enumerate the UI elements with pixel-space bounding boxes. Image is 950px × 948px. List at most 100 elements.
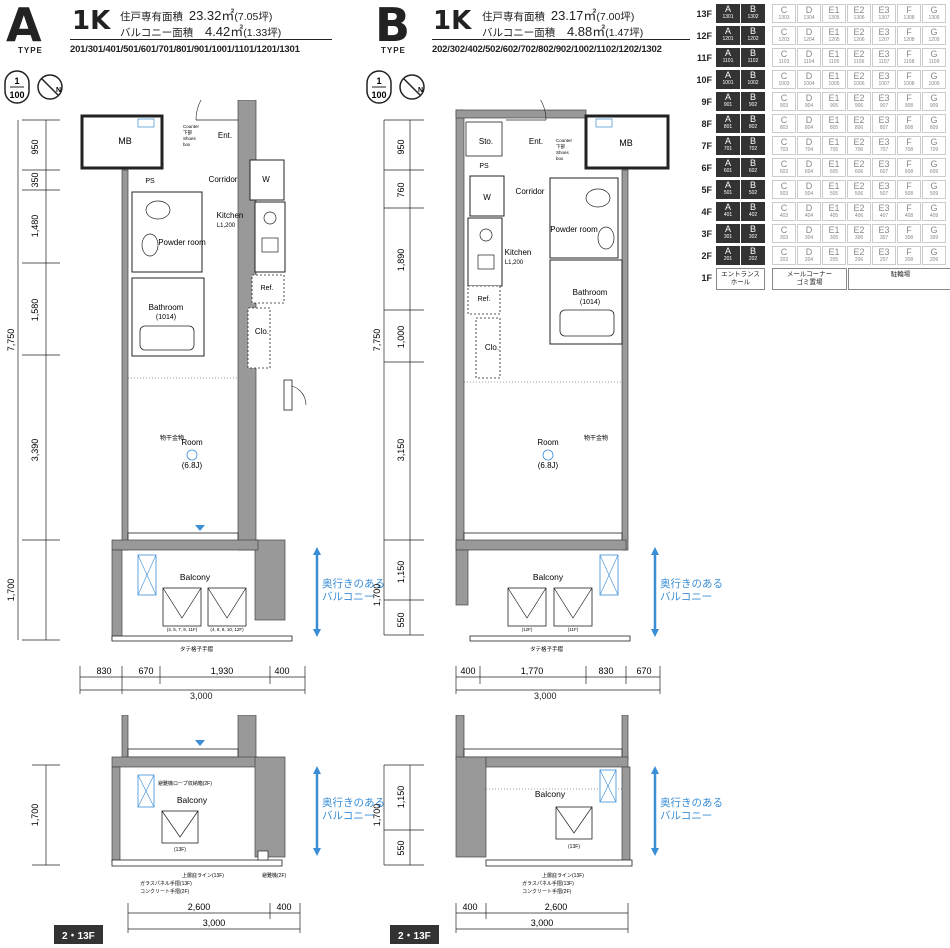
label-concrete: コンクリート手摺(2F) <box>140 888 190 895</box>
unit-type: E2 <box>853 115 865 125</box>
label-corridor-b: Corridor <box>516 187 545 196</box>
unit-type: E3 <box>878 203 890 213</box>
unit-number: 1103 <box>778 59 790 65</box>
unit-type: E1 <box>828 49 840 59</box>
unit-type: B <box>749 114 756 124</box>
unit-type: C <box>780 225 788 235</box>
label-glass-b: ガラスパネル手摺(13F) <box>522 880 574 887</box>
type-b-layout: 1K <box>433 6 472 36</box>
unit-number: 1105 <box>828 59 840 65</box>
type-a-area-tsubo: (7.05坪) <box>234 11 273 23</box>
unit-number: 1005 <box>828 81 840 87</box>
floor-label: 4F <box>701 207 712 217</box>
unit-number: 608 <box>904 169 914 175</box>
unit-type: G <box>930 247 938 257</box>
floor-label: 5F <box>701 185 712 195</box>
unit-type: D <box>805 159 813 169</box>
unit-number: 408 <box>904 213 914 219</box>
unit-number: 1007 <box>878 81 890 87</box>
unit-number: 1107 <box>878 59 890 65</box>
type-b-depth-text: 奥行きのあるバルコニー <box>660 578 723 603</box>
unit-type: B <box>749 202 756 212</box>
label-ent: Ent. <box>218 131 232 140</box>
svg-text:下部: 下部 <box>183 129 192 136</box>
type-a-area-value: 23.32㎡ <box>188 8 235 23</box>
label-room: Room <box>181 438 203 447</box>
type-b-detail-plan: 1,150 550 1,700 Balcony (13F) 上層庇ライン(13F… <box>372 715 633 933</box>
unit-type: E1 <box>828 225 840 235</box>
unit-number: 401 <box>723 212 733 218</box>
unit-type: D <box>805 5 813 15</box>
label-bathroom-size-b: (1014) <box>580 299 600 306</box>
dim-h-830-b: 830 <box>598 666 613 676</box>
unit-type: A <box>724 70 731 80</box>
unit-type: F <box>906 5 912 15</box>
type-b-rooms: 202/302/402/502/602/702/802/902/1002/110… <box>432 44 662 55</box>
unit-number: 204 <box>804 257 814 263</box>
unit-type: E3 <box>878 181 890 191</box>
unit-number: 1204 <box>803 37 815 43</box>
unit-type: D <box>805 115 813 125</box>
label-railing-b: タテ格子手摺 <box>530 645 564 653</box>
label-clo-b: Clo. <box>485 343 499 352</box>
unit-number: 505 <box>829 191 839 197</box>
type-a-floor-tag: 2・13F <box>54 925 103 944</box>
dim-v-1700-b: 1,700 <box>372 584 382 607</box>
type-b-letter: B <box>375 0 411 52</box>
unit-number: 801 <box>723 124 733 130</box>
dim-v-1000-b: 1,000 <box>396 326 406 349</box>
unit-number: 906 <box>854 103 864 109</box>
unit-type: C <box>780 203 788 213</box>
type-b-area-tsubo: (7.00坪) <box>596 11 635 23</box>
unit-type: D <box>805 247 813 257</box>
type-b-balcony-tsubo: (1.47坪) <box>605 27 644 39</box>
unit-number: 908 <box>904 103 914 109</box>
label-eaves-b: 上層庇ライン(13F) <box>542 872 584 879</box>
unit-number: 1202 <box>747 36 759 42</box>
label-balcony-b: Balcony <box>533 572 564 582</box>
dim-h-1930: 1,930 <box>211 666 234 676</box>
unit-number: 903 <box>779 103 789 109</box>
label-mb-b: MB <box>619 138 633 148</box>
unit-type: F <box>906 247 912 257</box>
dim-v2-550-b: 550 <box>396 840 406 855</box>
unit-type: E3 <box>878 225 890 235</box>
unit-number: 609 <box>929 169 939 175</box>
unit-type: A <box>724 48 731 58</box>
label-clo: Clo. <box>255 327 269 336</box>
unit-number: 1209 <box>928 37 940 43</box>
type-a-scale-bottom: 100 <box>9 90 24 100</box>
unit-number: 306 <box>854 235 864 241</box>
unit-number: 605 <box>829 169 839 175</box>
unit-number: 705 <box>829 147 839 153</box>
svg-text:Shoes: Shoes <box>183 136 197 141</box>
unit-number: 807 <box>879 125 889 131</box>
unit-type: A <box>724 158 731 168</box>
label-w-b: W <box>483 193 491 202</box>
unit-type: G <box>930 49 938 59</box>
